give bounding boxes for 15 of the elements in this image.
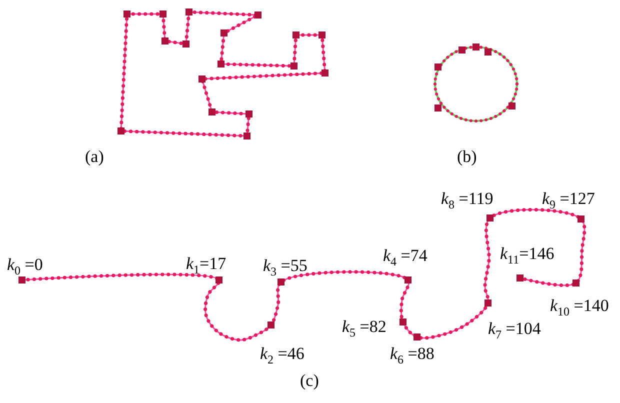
panel-label: (c) [300, 372, 319, 389]
point-label: k$_{7}$ =104 [488, 320, 541, 340]
panel-label: (a) [85, 148, 104, 165]
point-label: k$_{6}$ =88 [390, 345, 434, 366]
point-label: k$_{9}$ =127 [542, 190, 595, 210]
point-label: k$_{11}$=146 [500, 245, 554, 266]
point-label: k$_{1}$=17 [186, 255, 226, 276]
panel-label: (b) [457, 148, 477, 165]
point-label: k$_{5}$ =82 [342, 318, 386, 338]
point-label: k$_{8}$ =119 [441, 190, 494, 210]
point-label: k$_{3}$ =55 [263, 257, 308, 278]
point-label: k$_{4}$ =74 [383, 247, 428, 268]
point-label: k$_{2}$ =46 [260, 345, 304, 366]
point-label: k$_{0}$ =0 [7, 256, 43, 276]
point-label: k$_{10}$ =140 [550, 297, 609, 318]
